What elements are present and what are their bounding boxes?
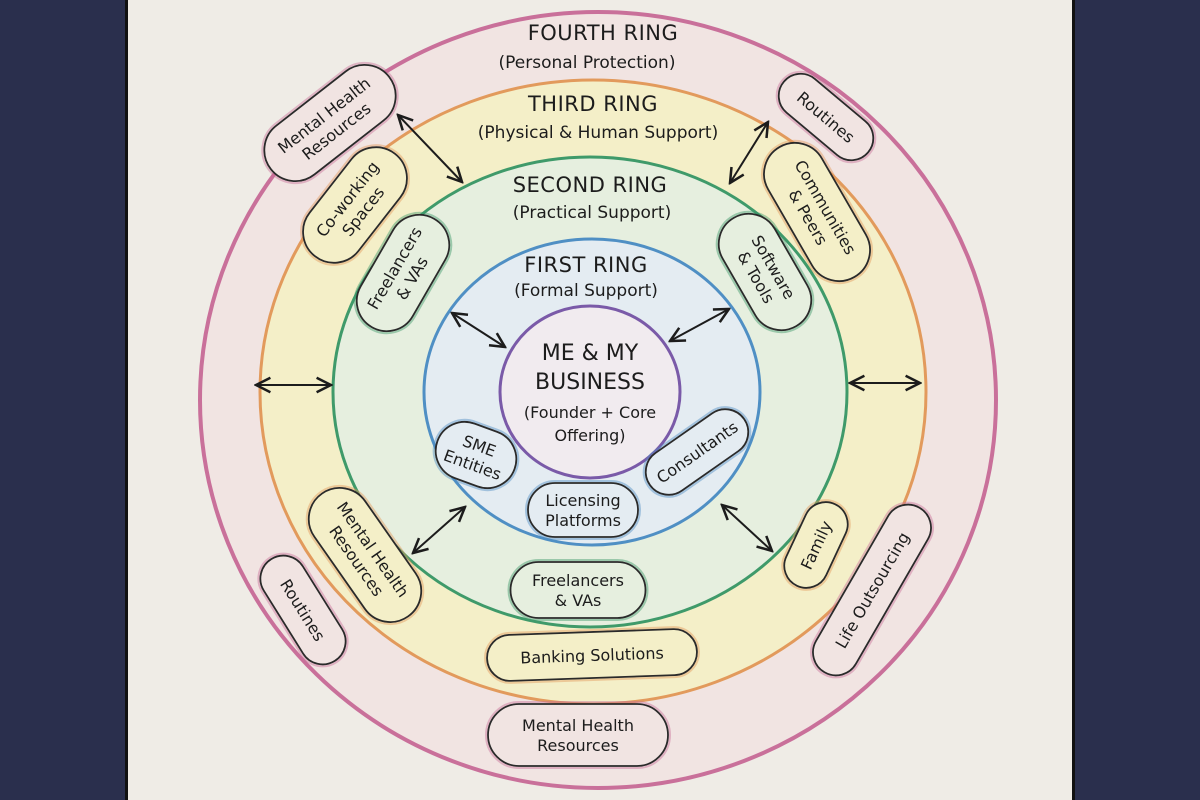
pill-halo <box>257 552 349 668</box>
core-title-line2: BUSINESS <box>535 370 645 395</box>
pill-label: Mental Health <box>522 716 634 735</box>
pill-outline <box>434 420 518 490</box>
pill-outline <box>777 72 875 162</box>
pill-halo <box>781 499 851 591</box>
pill-third-family: Family <box>781 499 851 591</box>
pill-halo <box>432 418 520 492</box>
pill-halo <box>507 559 649 621</box>
pill-halo <box>261 61 399 185</box>
pill-outline <box>302 146 408 264</box>
arrow-bottom-right-first-second <box>722 505 772 551</box>
pill-label: & VAs <box>555 591 602 610</box>
core-subtitle-line2: Offering) <box>554 426 625 445</box>
second-ring-title: SECOND RING <box>513 173 668 197</box>
pill-halo <box>642 406 752 498</box>
pill-outline <box>644 408 750 496</box>
fourth-ring-title: FOURTH RING <box>528 21 679 45</box>
pill-halo <box>300 144 410 266</box>
pill-third-banking: Banking Solutions <box>484 626 700 684</box>
first-ring-subtitle: (Formal Support) <box>514 281 658 301</box>
third-ring-title: THIRD RING <box>527 92 658 116</box>
connector-arrows <box>256 115 920 553</box>
pill-label: Platforms <box>545 511 621 530</box>
pill-label: Licensing <box>545 491 620 510</box>
pill-outline <box>355 213 451 333</box>
arrow-first-core-left <box>452 313 505 347</box>
pill-halo <box>810 501 934 679</box>
pill-halo <box>353 211 453 335</box>
arrow-first-core-right <box>670 309 729 341</box>
arrow-top-left-third-second <box>398 115 462 182</box>
pill-halo <box>525 480 641 540</box>
pill-halo <box>485 701 671 769</box>
core-subtitle-line1: (Founder + Core <box>524 403 656 422</box>
pill-outline <box>259 554 347 666</box>
pill-halo <box>761 139 873 285</box>
pill-halo <box>715 210 815 334</box>
pill-outline <box>509 561 647 619</box>
pill-label: Freelancers <box>532 571 624 590</box>
pill-outline <box>307 487 423 623</box>
pill-halo <box>484 626 700 684</box>
arrow-top-right-third-second <box>730 122 768 183</box>
pill-label: Banking Solutions <box>520 644 664 668</box>
pill-halo <box>305 484 425 626</box>
third-ring-subtitle: (Physical & Human Support) <box>478 123 718 143</box>
pill-label: Resources <box>537 736 619 755</box>
pill-second-software: Software& Tools <box>715 210 815 334</box>
arrow-bottom-left-second-first <box>413 507 465 553</box>
pill-outline <box>527 482 639 538</box>
pill-outline <box>812 503 932 677</box>
pill-outline <box>487 703 669 767</box>
pill-outline <box>783 501 849 589</box>
second-ring-subtitle: (Practical Support) <box>513 203 671 223</box>
first-ring-title: FIRST RING <box>524 253 647 277</box>
pill-halo <box>775 70 877 164</box>
pill-second-freelancers-bottom: Freelancers& VAs <box>507 559 649 621</box>
pill-third-communities: Communities& Peers <box>761 139 873 285</box>
pill-outline <box>486 628 698 682</box>
core-circle <box>498 304 682 480</box>
fourth-ring-subtitle: (Personal Protection) <box>499 53 676 73</box>
core-title-line1: ME & MY <box>542 341 639 366</box>
pill-outline <box>263 64 397 182</box>
